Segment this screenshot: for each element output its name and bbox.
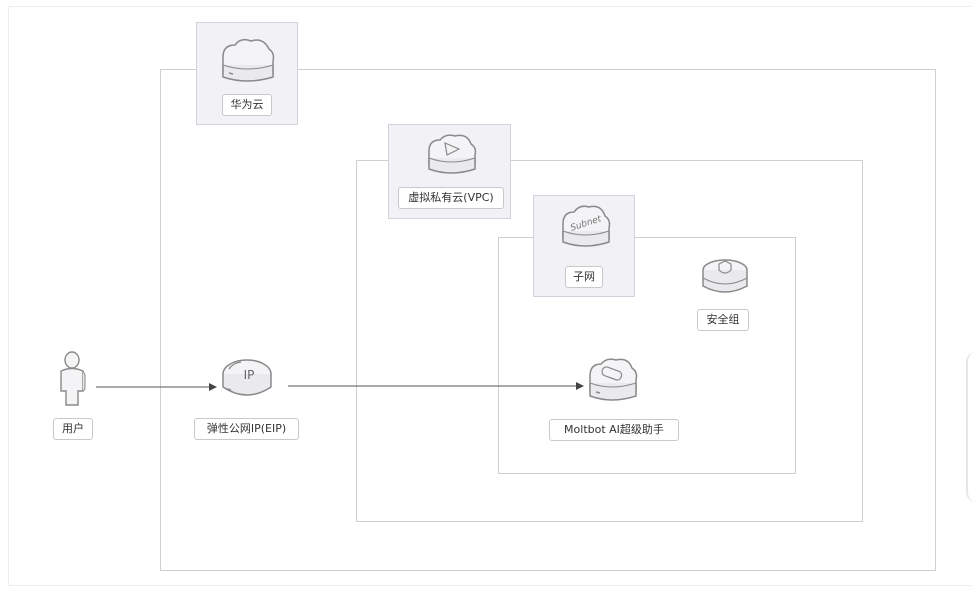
huawei-cloud-region <box>160 69 936 571</box>
side-panel-edge <box>966 352 975 502</box>
huawei-cloud-tile: 华为云 <box>196 22 298 125</box>
eip-icon: IP <box>222 359 272 396</box>
eip-label: 弹性公网IP(EIP) <box>194 418 299 440</box>
security-group-icon <box>702 259 748 293</box>
subnet-label: 子网 <box>565 266 603 288</box>
eip-icon-text: IP <box>244 368 255 382</box>
vpc-tile: 虚拟私有云(VPC) <box>388 124 511 219</box>
cloud-icon <box>222 38 275 82</box>
subnet-container <box>498 237 796 474</box>
vpc-label: 虚拟私有云(VPC) <box>398 187 504 209</box>
server-icon <box>589 358 638 401</box>
vpc-container <box>356 160 863 522</box>
subnet-icon: Subnet <box>562 205 611 247</box>
user-icon <box>60 351 86 406</box>
moltbot-label: Moltbot AI超级助手 <box>549 419 679 441</box>
diagram-frame <box>8 6 972 586</box>
huawei-cloud-label: 华为云 <box>222 94 272 116</box>
user-label: 用户 <box>53 418 93 440</box>
vpc-cloud-icon <box>428 134 477 174</box>
subnet-tile: Subnet 子网 <box>533 195 635 297</box>
security-group-label: 安全组 <box>697 309 749 331</box>
